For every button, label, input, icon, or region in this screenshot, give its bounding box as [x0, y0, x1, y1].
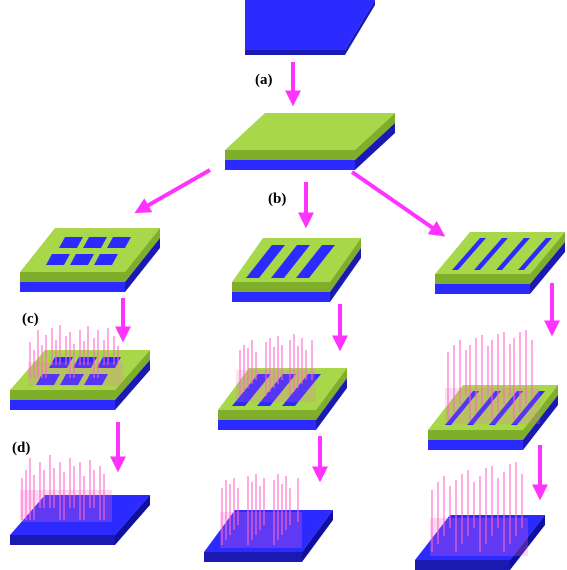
- patterned-squares: [20, 228, 160, 292]
- nanowires-on-thin-stripes: [428, 330, 558, 450]
- label-a: (a): [255, 72, 273, 88]
- nanowires-on-thick-stripes: [218, 334, 347, 430]
- patterned-thin-stripes: [435, 232, 565, 294]
- arrow-b-left: [134, 168, 211, 214]
- label-c: (c): [22, 311, 39, 327]
- final-squares: [10, 455, 150, 545]
- arrow-b-right: [350, 170, 446, 237]
- patterned-thick-stripes: [232, 238, 361, 302]
- label-b: (b): [268, 191, 286, 207]
- coated-substrate: [225, 113, 395, 170]
- final-thin-stripes: [415, 462, 545, 570]
- label-d: (d): [12, 440, 30, 456]
- final-thick-stripes: [204, 474, 333, 562]
- nanowires-on-squares: [10, 325, 150, 410]
- bare-substrate: [245, 0, 375, 55]
